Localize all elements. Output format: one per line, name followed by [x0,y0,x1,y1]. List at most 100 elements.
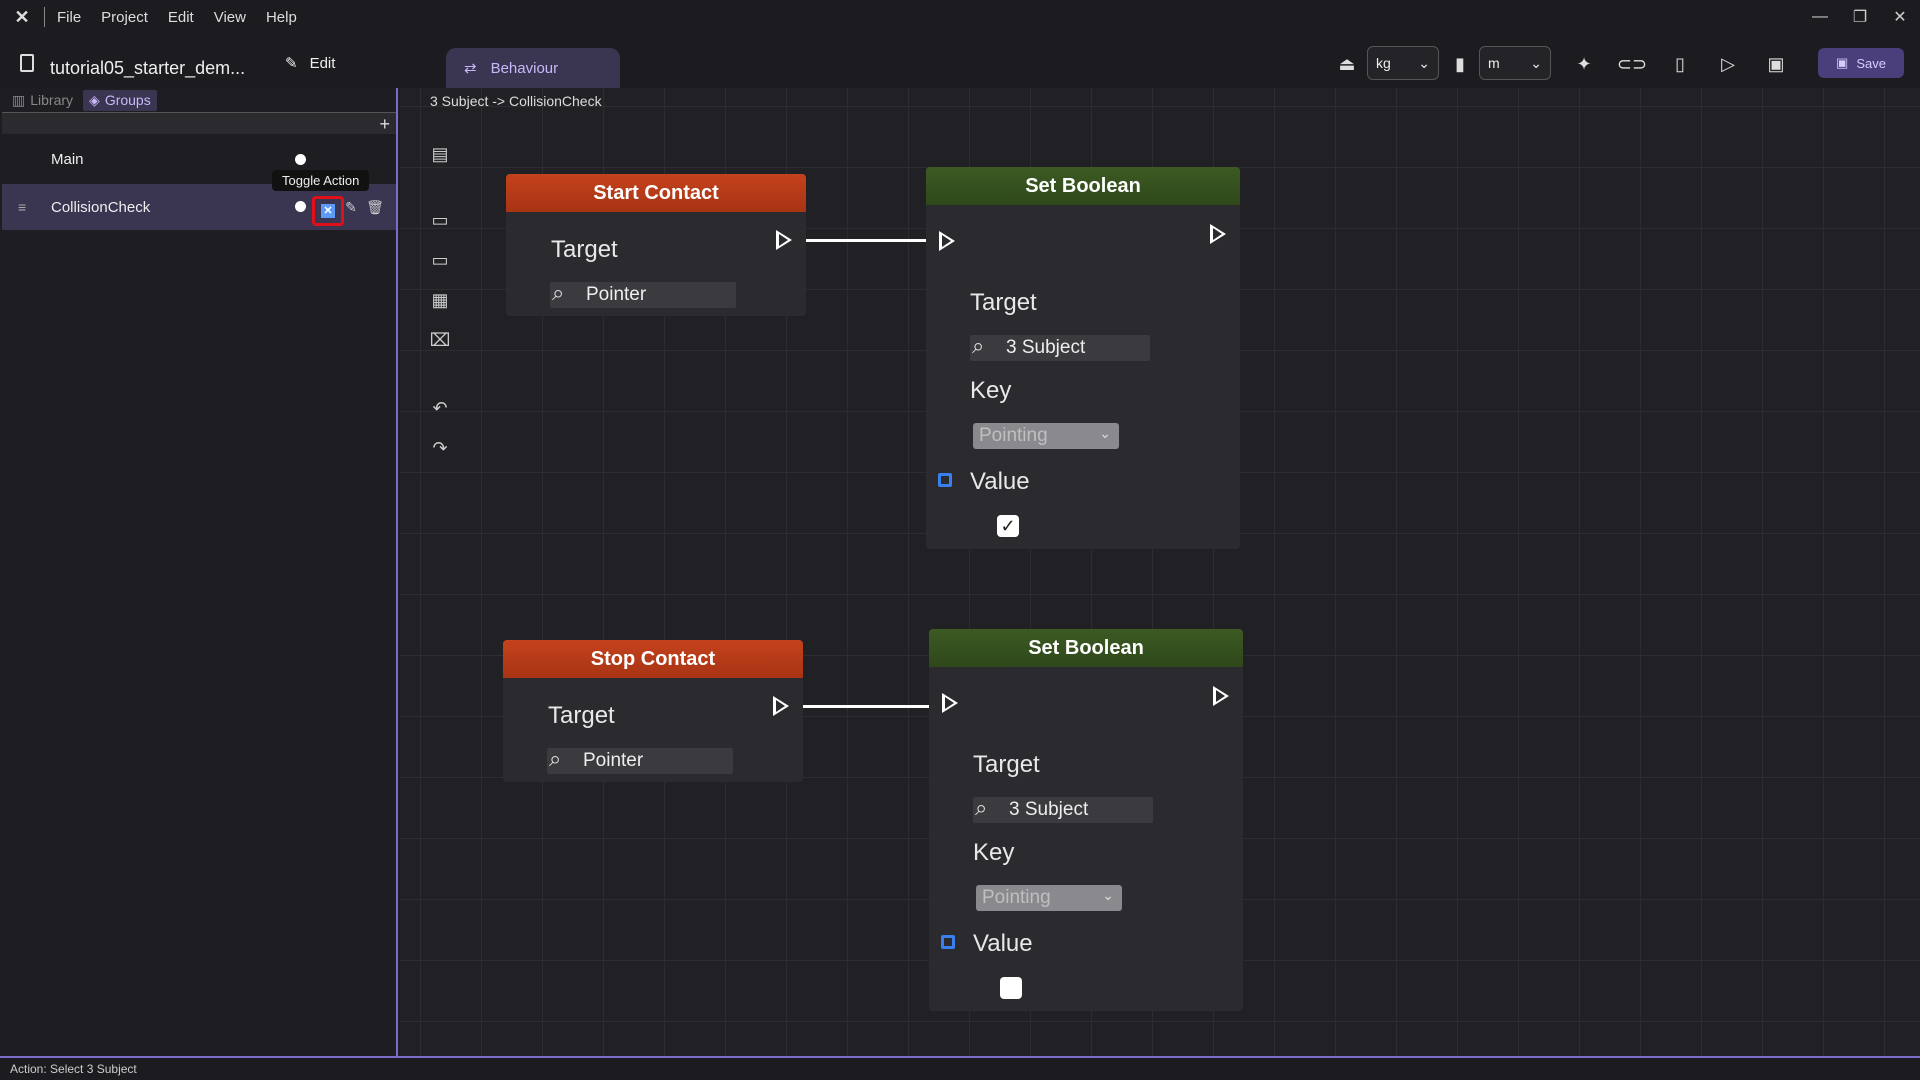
redo-icon[interactable]: ↷ [432,437,448,458]
breadcrumb: 3 Subject -> CollisionCheck [430,93,602,109]
tab-library[interactable]: ▥ Library [6,90,79,111]
edit-icon: ✎ [285,55,298,72]
search-icon: ⌕ [975,795,988,820]
copy-icon[interactable]: ▭ [431,209,449,230]
value-checkbox[interactable] [1000,977,1022,999]
target-value: Pointer [586,284,647,305]
target-field[interactable]: ⌕ Pointer [547,746,733,774]
key-label: Key [970,377,1012,404]
node-stop-contact[interactable]: Stop Contact Target ⌕ Pointer [503,640,803,782]
target-field[interactable]: ⌕ Pointer [550,280,736,308]
toggle-action-button[interactable]: ✕ [312,196,344,226]
flow-out-port-icon[interactable] [1210,224,1226,244]
flow-in-port-icon[interactable] [942,693,958,713]
status-bar: Action: Select 3 Subject [0,1056,1920,1080]
connection-wire [797,705,937,708]
document-title: tutorial05_starter_dem... [50,58,246,78]
value-label: Value [970,468,1030,495]
title-separator [44,7,45,27]
save-button[interactable]: ▣ Save [1818,48,1904,78]
search-icon: ⌕ [972,333,985,358]
add-node-icon[interactable]: ▤ [431,143,449,164]
duplicate-icon[interactable]: ▭ [431,249,449,270]
groups-panel: ▥ Library ◈ Groups + Main ≡ CollisionChe… [0,88,398,1056]
trash-icon[interactable]: 🗑 [366,198,384,215]
target-value: Pointer [583,750,644,771]
node-start-contact[interactable]: Start Contact Target ⌕ Pointer [506,174,806,316]
weight-icon: ⏏ [1338,53,1356,74]
enabled-dot-icon [295,154,306,165]
tab-library-label: Library [30,92,74,108]
node-title: Set Boolean [926,167,1240,205]
restore-icon[interactable]: ❐ [1852,9,1868,26]
group-name: CollisionCheck [51,198,151,216]
tab-behaviour[interactable]: ⇄ Behaviour [446,48,620,88]
length-unit-select[interactable]: m ⌄ [1479,46,1551,80]
library-icon: ▥ [12,91,26,108]
toggle-icon: ✕ [321,204,335,218]
tab-groups-label: Groups [104,92,151,108]
undo-icon[interactable]: ↶ [432,397,448,418]
flow-out-port-icon[interactable] [773,696,789,716]
ruler-icon: ▮ [1455,53,1465,74]
drag-handle-icon[interactable]: ≡ [18,199,27,215]
add-group-row: + [2,112,396,134]
length-unit-value: m [1488,55,1500,71]
menu-edit[interactable]: Edit [167,8,194,26]
group-item-main[interactable]: Main [2,136,396,182]
key-dropdown[interactable]: Pointing ⌄ [973,423,1119,449]
pencil-icon[interactable]: ✎ [345,198,357,215]
node-set-boolean[interactable]: Set Boolean Target ⌕ 3 Subject Key Point… [929,629,1243,1011]
group-name: Main [51,150,84,168]
group-item-collisioncheck[interactable]: ≡ CollisionCheck ✕ ✎ 🗑 [2,184,396,230]
value-port-icon[interactable] [938,473,952,487]
tab-groups[interactable]: ◈ Groups [83,89,157,111]
add-group-icon[interactable]: + [379,114,390,134]
node-set-boolean[interactable]: Set Boolean Target ⌕ 3 Subject Key Point… [926,167,1240,549]
minimize-icon[interactable]: — [1812,8,1828,25]
chevron-down-icon: ⌄ [1099,425,1111,441]
sparkle-icon[interactable]: ✦ [1576,53,1592,74]
target-field[interactable]: ⌕ 3 Subject [970,333,1150,361]
target-value: 3 Subject [1006,337,1086,358]
value-checkbox[interactable]: ✓ [997,515,1019,537]
panel-tabs: ▥ Library ◈ Groups [0,88,398,112]
connection-wire [800,239,936,242]
save-label: Save [1856,55,1886,71]
value-port-icon[interactable] [941,935,955,949]
key-value: Pointing [979,425,1048,446]
status-text: Action: Select 3 Subject [10,1062,137,1076]
play-icon[interactable]: ▷ [1721,53,1735,74]
menu-view[interactable]: View [213,8,246,26]
menu-file[interactable]: File [57,8,82,26]
tooltip: Toggle Action [272,170,370,191]
target-label: Target [548,702,615,729]
chevron-down-icon: ⌄ [1530,54,1542,71]
flow-in-port-icon[interactable] [939,231,955,251]
phone-icon[interactable]: ▯ [1675,53,1685,74]
value-label: Value [973,930,1033,957]
key-dropdown[interactable]: Pointing ⌄ [976,885,1122,911]
save-as-icon[interactable]: ▣ [1767,53,1785,74]
app-logo-icon: ✕ [14,6,30,27]
save-icon: ▣ [1836,55,1849,70]
target-value: 3 Subject [1009,799,1089,820]
target-field[interactable]: ⌕ 3 Subject [973,795,1153,823]
node-title: Stop Contact [503,640,803,678]
target-label: Target [970,289,1037,316]
delete-icon[interactable]: ⌧ [429,329,451,350]
menu-project[interactable]: Project [101,8,148,26]
flow-out-port-icon[interactable] [776,230,792,250]
node-title: Set Boolean [929,629,1243,667]
edit-button[interactable]: ✎ Edit [285,54,336,73]
close-icon[interactable]: ✕ [1893,9,1907,26]
paste-icon[interactable]: ▦ [431,289,449,310]
edit-label: Edit [309,54,336,72]
flow-icon: ⇄ [464,60,477,77]
cube-icon: ◈ [89,91,100,108]
menu-help[interactable]: Help [265,8,297,26]
mass-unit-select[interactable]: kg ⌄ [1367,46,1439,80]
headset-icon[interactable]: ⊂⊃ [1616,53,1648,74]
title-bar: ✕ File Project Edit View Help — ❐ ✕ [0,0,1920,34]
flow-out-port-icon[interactable] [1213,686,1229,706]
